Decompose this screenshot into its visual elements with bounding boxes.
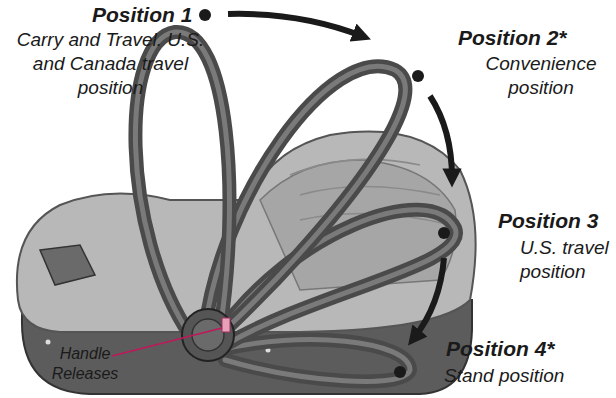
position-title: Position 2* (458, 25, 567, 51)
handle-hub (182, 309, 234, 361)
position-dot (199, 9, 450, 378)
movement-arrow (228, 14, 452, 338)
position-description: Convenience position (470, 52, 612, 100)
position-title: Position 1 (92, 2, 192, 28)
carry-handles (135, 32, 456, 382)
position-description: Stand position (444, 364, 612, 388)
position-description: Carry and Travel. U.S. and Canada travel… (8, 28, 213, 99)
callout-label: Handle Releases (50, 344, 120, 384)
position-description: U.S. travel position (520, 236, 612, 284)
position-title: Position 3 (498, 208, 598, 234)
base-hole (46, 340, 51, 345)
belt-guide (40, 245, 95, 285)
position-title: Position 4* (446, 336, 555, 362)
release-button (222, 318, 230, 332)
leader-line (112, 328, 222, 356)
